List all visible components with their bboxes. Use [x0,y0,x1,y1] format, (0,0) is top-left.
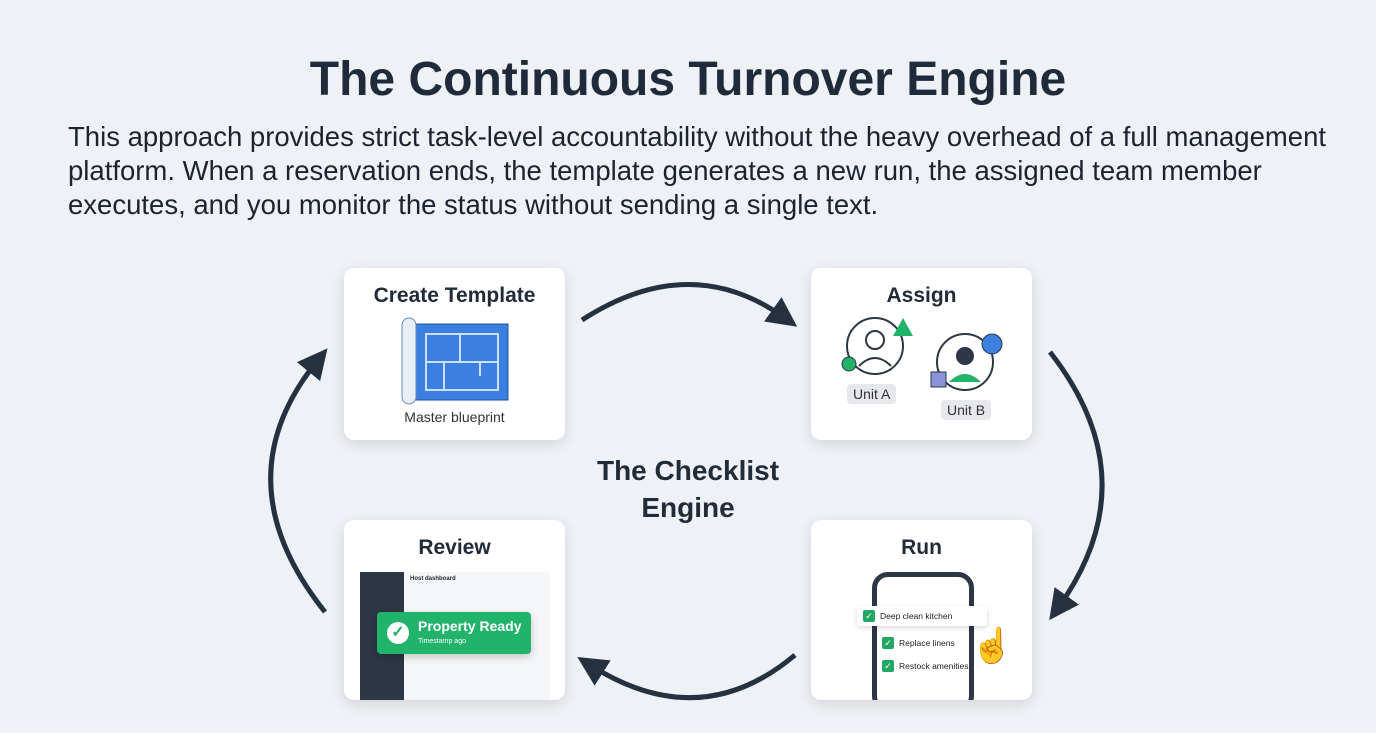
step-run: Run ✓Deep clean kitchen ✓Replace linens … [811,520,1032,700]
step-title: Assign [886,284,957,307]
task-label: Replace linens [899,638,955,648]
task-item[interactable]: ✓ Replace linens [882,637,955,649]
phone-mockup [872,572,974,700]
description: This approach provides strict task-level… [68,121,1327,220]
checkbox-checked-icon: ✓ [863,610,875,622]
dashboard-title: Host dashboard [410,576,456,582]
arrow-run-to-review [577,653,797,701]
page-title: The Continuous Turnover Engine [309,53,1067,106]
center-label: The Checklist Engine [596,455,780,523]
task-item[interactable]: ✓ Deep clean kitchen [857,606,987,626]
arrow-review-to-create [268,348,328,614]
task-label: Deep clean kitchen [880,611,953,621]
task-label: Restock amenities [899,661,969,671]
toast-subtitle: Timestamp ago [418,638,466,645]
step-assign: Assign Unit A Unit B [811,268,1032,440]
checkbox-checked-icon: ✓ [882,637,894,649]
unit-b-label: Unit B [941,400,992,420]
arrow-create-to-assign [580,282,798,327]
step-create-template: Create Template Master blueprint [344,268,565,440]
hand-pointer-icon: ☝ [971,627,1014,665]
task-item[interactable]: ✓ Restock amenities [882,660,968,672]
step-review: Review Host dashboard ✓ Property Ready T… [344,520,565,700]
step-title: Run [901,536,942,559]
step-title: Review [418,536,491,559]
unit-a-label: Unit A [847,384,897,404]
toast-title: Property Ready [418,618,522,634]
step-title: Create Template [373,284,536,307]
arrow-assign-to-run [1048,350,1105,621]
check-circle-icon: ✓ [387,622,409,644]
blueprint-icon [401,317,509,405]
checkbox-checked-icon: ✓ [882,660,894,672]
team-members-icon [841,317,1003,391]
blueprint-caption: Master blueprint [404,409,505,425]
property-ready-toast: ✓ Property Ready Timestamp ago [377,612,531,654]
